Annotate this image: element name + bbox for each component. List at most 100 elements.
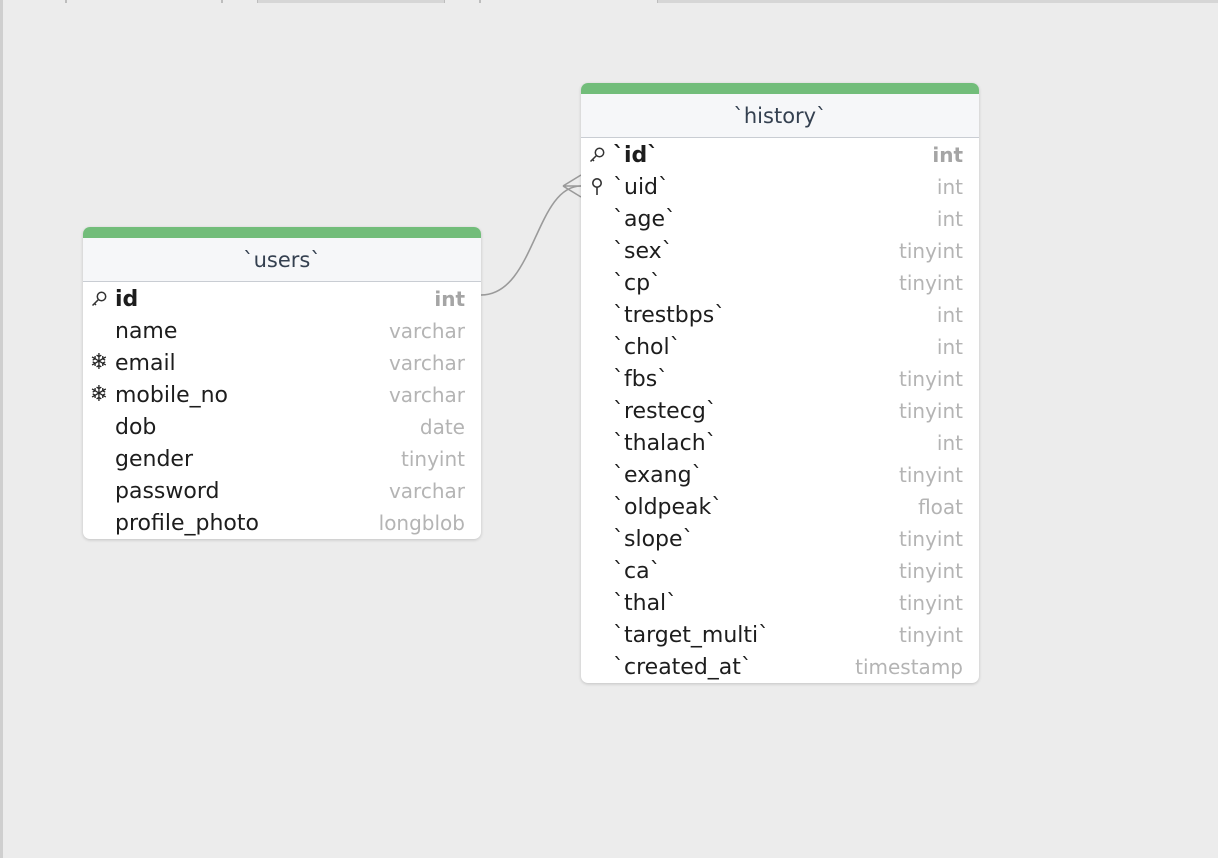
key-icon [581, 146, 613, 164]
column-row[interactable]: `created_at` timestamp [581, 651, 979, 683]
column-type: int [932, 143, 963, 167]
table-title: `history` [733, 103, 827, 128]
column-row[interactable]: ❄mobile_no varchar [83, 379, 481, 411]
column-name: `thal` [613, 590, 678, 616]
column-row[interactable]: `oldpeak` float [581, 491, 979, 523]
column-row[interactable]: `slope` tinyint [581, 523, 979, 555]
column-name: `age` [613, 206, 676, 232]
column-name: `restecg` [613, 398, 717, 424]
column-type: varchar [388, 383, 465, 407]
column-name: `fbs` [613, 366, 669, 392]
column-row[interactable]: id int [83, 283, 481, 315]
tab-stub[interactable] [444, 0, 480, 3]
column-row[interactable]: password varchar [83, 475, 481, 507]
table-header[interactable]: `history` [581, 94, 979, 138]
column-type: tinyint [899, 367, 963, 391]
column-row[interactable]: `chol` int [581, 331, 979, 363]
column-row[interactable]: `ca` tinyint [581, 555, 979, 587]
column-row[interactable]: `thal` tinyint [581, 587, 979, 619]
tab-stub[interactable] [222, 0, 258, 3]
column-name: password [115, 478, 220, 504]
column-name: id [115, 286, 139, 312]
column-type: tinyint [899, 527, 963, 551]
column-type: tinyint [899, 463, 963, 487]
table-history[interactable]: `history` `id` int `uid` int `age` int `sex` ti… [581, 83, 979, 683]
column-type: tinyint [899, 239, 963, 263]
column-name: `id` [613, 142, 659, 168]
column-name: `cp` [613, 270, 662, 296]
column-row[interactable]: `age` int [581, 203, 979, 235]
column-type: tinyint [401, 447, 465, 471]
column-row[interactable]: profile_photo longblob [83, 507, 481, 539]
column-name: mobile_no [115, 382, 229, 408]
table-color-bar [581, 83, 979, 94]
column-type: tinyint [899, 623, 963, 647]
column-type: int [434, 287, 465, 311]
column-type: varchar [388, 319, 465, 343]
key-icon [83, 290, 115, 308]
column-name: gender [115, 446, 193, 472]
column-type: tinyint [899, 399, 963, 423]
column-type: int [936, 207, 963, 231]
relationship-line-users-history[interactable] [480, 185, 582, 296]
column-type: int [936, 303, 963, 327]
column-type: tinyint [899, 559, 963, 583]
column-type: tinyint [899, 591, 963, 615]
column-row[interactable]: `sex` tinyint [581, 235, 979, 267]
column-row[interactable]: dob date [83, 411, 481, 443]
column-row[interactable]: `trestbps` int [581, 299, 979, 331]
column-type: varchar [388, 351, 465, 375]
column-name: `target_multi` [613, 622, 770, 648]
column-type: timestamp [855, 655, 963, 679]
unique-snowflake-icon: ❄ [89, 382, 109, 407]
column-row[interactable]: ❄email varchar [83, 347, 481, 379]
column-name: `oldpeak` [613, 494, 723, 520]
column-row[interactable]: `uid` int [581, 171, 979, 203]
column-row[interactable]: `cp` tinyint [581, 267, 979, 299]
column-row[interactable]: `exang` tinyint [581, 459, 979, 491]
table-title: `users` [243, 247, 321, 272]
column-name: name [115, 318, 178, 344]
column-row[interactable]: `id` int [581, 139, 979, 171]
column-name: `slope` [613, 526, 694, 552]
column-name: `trestbps` [613, 302, 726, 328]
crows-foot-many-marker [562, 174, 582, 198]
column-row[interactable]: `fbs` tinyint [581, 363, 979, 395]
column-name: `uid` [613, 174, 670, 200]
column-name: `ca` [613, 558, 661, 584]
column-type: tinyint [899, 271, 963, 295]
column-type: float [918, 495, 963, 519]
column-type: longblob [378, 511, 465, 535]
table-header[interactable]: `users` [83, 238, 481, 282]
column-type: int [936, 431, 963, 455]
tab-stub[interactable] [0, 0, 66, 3]
top-tab-strip [0, 0, 1218, 3]
left-panel-edge [0, 0, 3, 858]
column-row[interactable]: gender tinyint [83, 443, 481, 475]
tab-stub[interactable] [480, 0, 658, 3]
column-row[interactable]: `target_multi` tinyint [581, 619, 979, 651]
column-name: profile_photo [115, 510, 259, 536]
column-row[interactable]: name varchar [83, 315, 481, 347]
column-row[interactable]: `restecg` tinyint [581, 395, 979, 427]
tab-stub[interactable] [66, 0, 222, 3]
column-name: dob [115, 414, 157, 440]
column-type: int [936, 175, 963, 199]
column-name: `chol` [613, 334, 681, 360]
column-type: int [936, 335, 963, 359]
column-row[interactable]: `thalach` int [581, 427, 979, 459]
unique-snowflake-icon: ❄ [89, 350, 109, 375]
column-name: email [115, 350, 176, 376]
column-name: `exang` [613, 462, 703, 488]
column-type: varchar [388, 479, 465, 503]
column-list: `id` int `uid` int `age` int `sex` tinyint `cp` t… [581, 138, 979, 683]
column-name: `thalach` [613, 430, 717, 456]
table-color-bar [83, 227, 481, 238]
column-type: date [419, 415, 465, 439]
foreign-key-pin-icon [581, 177, 613, 197]
column-name: `created_at` [613, 654, 752, 680]
column-name: `sex` [613, 238, 673, 264]
